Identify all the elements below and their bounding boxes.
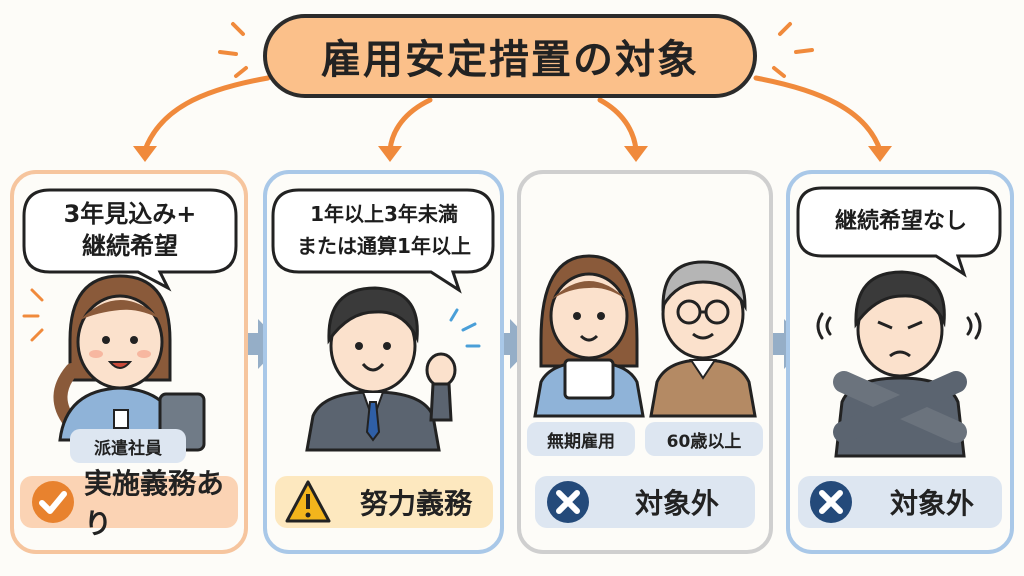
card-3-art	[533, 254, 757, 418]
status-badge: 実施義務あり	[20, 467, 238, 540]
card-effort: 1年以上3年未満 または通算1年以上 努力義務	[263, 170, 504, 554]
card-haken: 3年見込み+ 継続希望 派遣社員 実施義務あり	[10, 170, 248, 554]
necktie-icon	[365, 401, 381, 442]
card-4-art	[796, 186, 1002, 458]
tag-indefinite: 無期雇用	[527, 422, 635, 456]
woman-staff-illustration	[53, 274, 206, 452]
speech-bubble	[796, 186, 1002, 278]
speech-bubble-text: 1年以上3年未満 または通算1年以上	[297, 202, 471, 258]
arrow-to-card-2	[387, 97, 433, 153]
speech-bubble-text: 3年見込み+ 継続希望	[63, 200, 197, 260]
speech-bubble	[271, 188, 495, 294]
senior-man-illustration	[649, 260, 757, 418]
speech-bubble-text: 継続希望なし	[834, 209, 967, 234]
id-badge-icon	[113, 409, 129, 429]
arrow-to-card-4	[753, 75, 883, 153]
card-no-wish: 継続希望なし 対象外	[786, 170, 1014, 554]
card-excluded: 無期雇用 60歳以上 対象外	[517, 170, 773, 554]
card-2-art	[271, 188, 495, 452]
cross-icon	[810, 481, 852, 523]
speech-bubble	[22, 188, 238, 292]
cross-icon	[547, 481, 589, 523]
arrow-to-card-1	[142, 75, 271, 153]
card-1-art	[22, 188, 238, 452]
diagram-title: 雇用安定措置の対象	[321, 37, 699, 83]
refusing-man-illustration	[833, 270, 967, 458]
sparkle-marks	[218, 22, 814, 78]
fist-icon	[425, 352, 457, 388]
status-badge: 対象外	[798, 476, 1002, 528]
arrow-to-card-3	[597, 97, 639, 153]
warning-icon	[285, 480, 331, 523]
check-icon	[32, 481, 74, 523]
woman-illustration	[533, 254, 645, 418]
title-banner: 雇用安定措置の対象	[263, 14, 757, 98]
status-badge: 対象外	[535, 476, 755, 528]
tag-over-60: 60歳以上	[645, 422, 763, 456]
role-tag: 派遣社員	[70, 429, 186, 463]
young-man-illustration	[305, 286, 457, 452]
status-badge: 努力義務	[275, 476, 493, 528]
document-icon	[563, 358, 615, 400]
